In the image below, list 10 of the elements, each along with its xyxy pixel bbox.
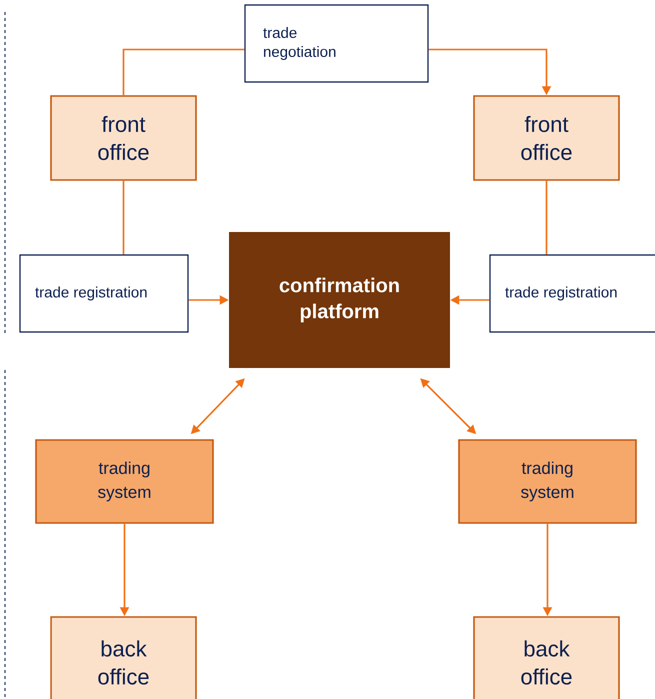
office-box: back office bbox=[50, 616, 197, 699]
system-box: trading system bbox=[35, 439, 214, 524]
text-box: trade registration bbox=[489, 254, 655, 333]
office-box: front office bbox=[50, 95, 197, 181]
text-box: trade registration bbox=[19, 254, 189, 333]
platform-box: confirmation platform bbox=[229, 232, 450, 368]
text-box: trade negotiation bbox=[244, 4, 429, 83]
system-box: trading system bbox=[458, 439, 637, 524]
office-box: back office bbox=[473, 616, 620, 699]
office-box: front office bbox=[473, 95, 620, 181]
